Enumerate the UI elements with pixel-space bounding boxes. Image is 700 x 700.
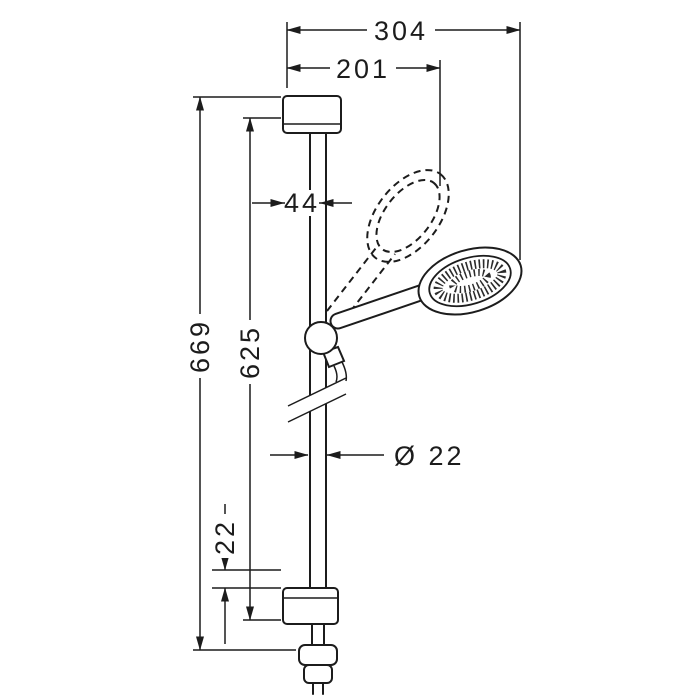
break-line <box>287 393 347 423</box>
hose-curve <box>333 365 338 383</box>
label-backing <box>237 320 263 384</box>
dim-upper-width-label: 201 <box>336 54 390 84</box>
label-backing <box>330 55 396 81</box>
label-backing <box>367 17 435 43</box>
spray-nozzle-ring <box>433 259 507 303</box>
shower-head <box>417 246 523 316</box>
shower-rail-assembly <box>282 95 523 695</box>
label-backing <box>212 514 238 558</box>
dim-bar-length-label: 625 <box>235 325 265 379</box>
break-line <box>287 377 347 407</box>
outlet-collar <box>298 644 338 666</box>
dimension-overall-height: 669 <box>185 96 296 651</box>
handle-fill <box>331 284 433 328</box>
dimension-bottom-offset: 22 <box>210 504 281 644</box>
bottom-wall-bracket <box>282 587 339 625</box>
dim-overall-height-label: 669 <box>185 319 215 373</box>
dim-overall-width-label: 304 <box>374 16 428 46</box>
label-backing <box>285 190 319 216</box>
dimension-overall-width: 304 <box>286 16 521 260</box>
dimension-bar-length: 625 <box>235 117 281 621</box>
alt-handle-edge <box>326 243 380 312</box>
dim-bar-diameter-label: Ø 22 <box>394 441 465 471</box>
bracket-body <box>282 587 339 625</box>
outlet-nut <box>303 664 333 684</box>
label-backing <box>187 314 213 378</box>
bracket-body <box>282 95 342 134</box>
hose-curve <box>341 361 348 382</box>
break-fill <box>288 378 346 422</box>
dim-bottom-offset-label: 22 <box>210 519 240 555</box>
spray-nozzle-ring-inner <box>449 268 491 294</box>
spray-face-rim <box>428 254 512 308</box>
dimension-upper-width: 201 <box>286 54 441 186</box>
dimension-bar-diameter: Ø 22 <box>270 441 465 471</box>
dimension-wall-offset: 44 <box>252 188 352 218</box>
rail-break-mark <box>287 377 347 423</box>
top-wall-bracket <box>282 95 342 134</box>
hand-shower <box>329 246 523 330</box>
hose-outlet <box>298 623 338 695</box>
slider-pivot <box>304 321 338 355</box>
alt-head-face <box>375 179 441 253</box>
dim-wall-offset-label: 44 <box>284 188 320 218</box>
